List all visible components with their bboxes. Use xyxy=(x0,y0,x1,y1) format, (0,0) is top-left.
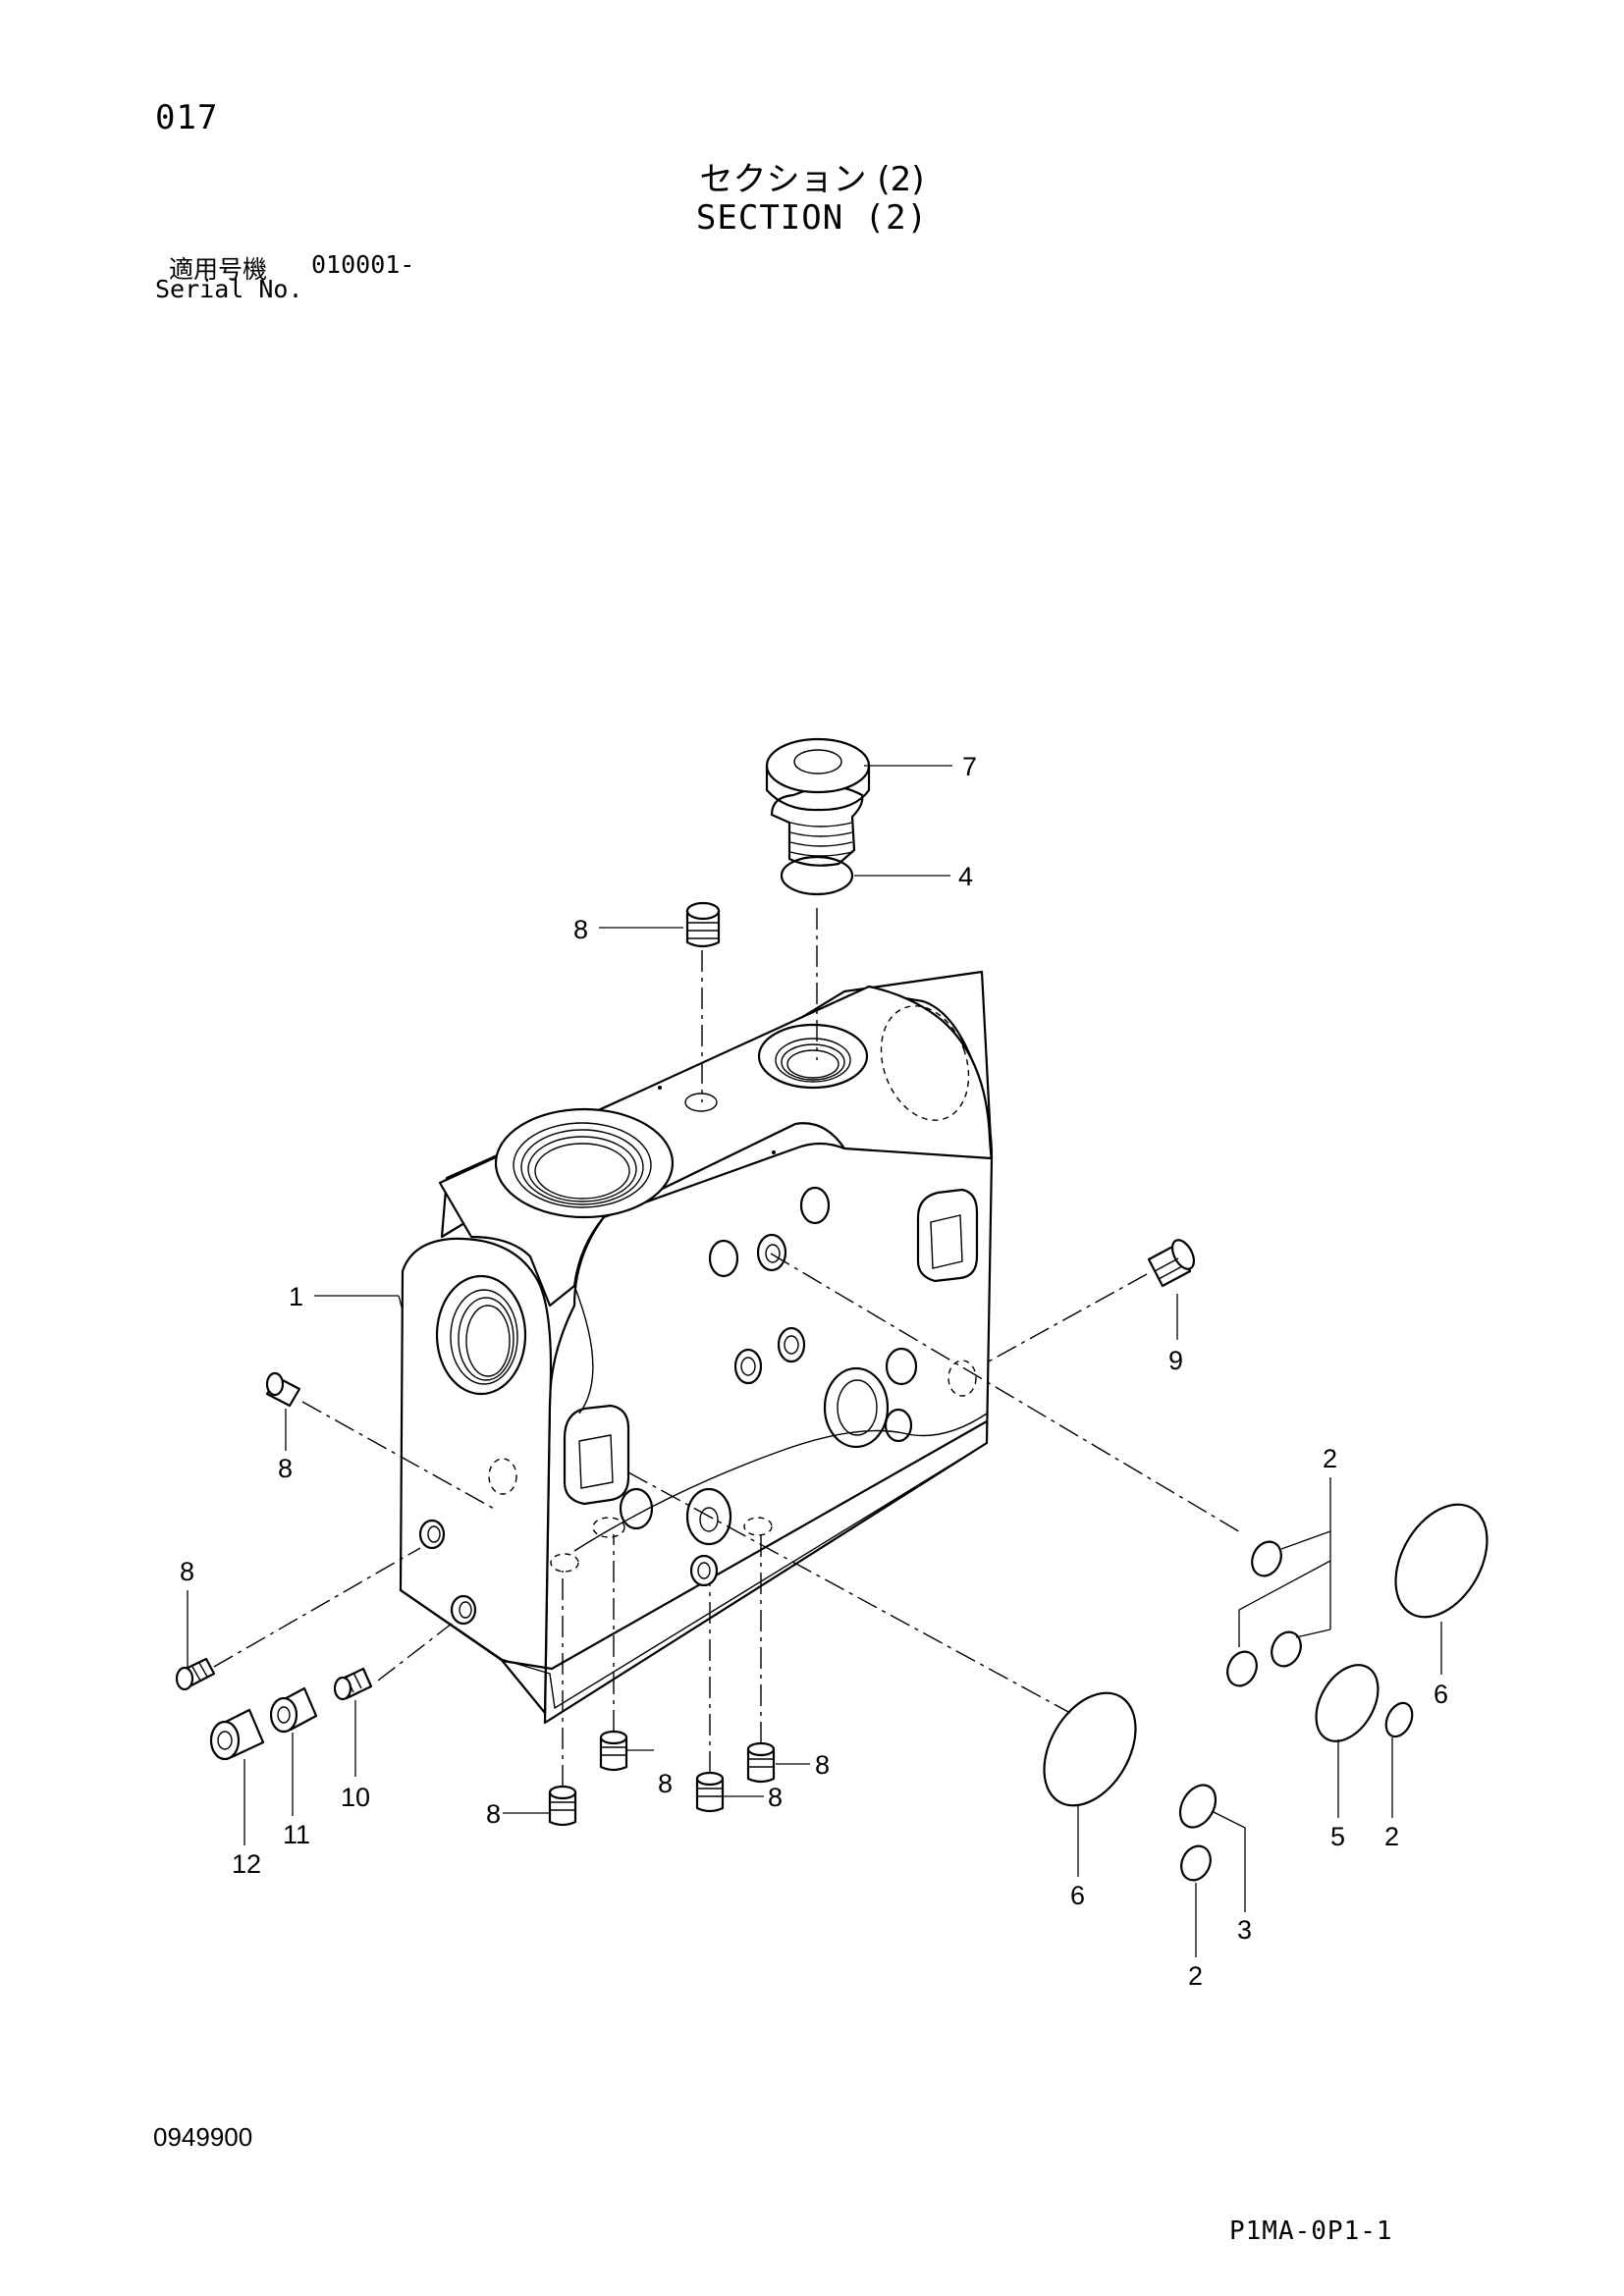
callout-8-bottom-d: 8 xyxy=(815,1750,830,1780)
callout-8-top: 8 xyxy=(573,915,588,944)
callout-3: 3 xyxy=(1237,1915,1252,1945)
part-8-screw-left-upper xyxy=(265,1371,301,1408)
part-8-screw-bottom-b xyxy=(599,1730,628,1772)
callout-2-top: 2 xyxy=(1323,1444,1337,1473)
part-8-screw-bottom-d xyxy=(746,1741,776,1784)
part-2-ring-c xyxy=(1271,1630,1302,1668)
callout-1: 1 xyxy=(289,1282,303,1311)
title-english: SECTION (2) xyxy=(695,198,929,238)
body-front-face xyxy=(543,1142,994,1725)
callout-8-bottom-c: 8 xyxy=(768,1783,783,1812)
page-number: 017 xyxy=(155,98,219,137)
callout-4: 4 xyxy=(958,862,973,891)
part-6-o-ring-right xyxy=(1394,1503,1489,1619)
drawing-code: P1MA-0P1-1 xyxy=(1229,2216,1393,2246)
front-large-port xyxy=(823,1366,890,1449)
body-bottom-edge xyxy=(399,1419,989,1671)
part-8-screw-bottom-c xyxy=(695,1771,725,1813)
callout-8-left-lower: 8 xyxy=(180,1557,194,1586)
front-square-port-right xyxy=(916,1188,979,1283)
part-4-o-ring xyxy=(780,855,854,896)
part-8-screw-left-lower xyxy=(175,1657,216,1691)
part-8-screw-top xyxy=(685,901,721,948)
body-bottom-edge-2 xyxy=(500,1442,988,1710)
part-2-ring-a xyxy=(1251,1540,1282,1577)
serial-value: 010001- xyxy=(311,250,415,279)
document-number: 0949900 xyxy=(153,2122,253,2152)
callout-6-right: 6 xyxy=(1434,1680,1448,1709)
top-screw-hole xyxy=(684,1093,718,1112)
front-square-port-left xyxy=(563,1404,630,1506)
callout-8-bottom-a: 8 xyxy=(486,1799,501,1829)
part-9-screw xyxy=(1147,1239,1196,1288)
callout-2-bottom: 2 xyxy=(1188,1961,1203,1991)
part-7-plug xyxy=(765,737,871,867)
valve-section-body xyxy=(399,970,994,1725)
part-3-o-ring xyxy=(1178,1784,1218,1829)
front-hole-a xyxy=(708,1239,739,1278)
callout-9: 9 xyxy=(1168,1346,1183,1375)
callout-10: 10 xyxy=(341,1783,370,1812)
part-8-screw-bottom-a xyxy=(548,1785,577,1827)
callout-6-mid: 6 xyxy=(1070,1881,1085,1910)
part-2-ring-d xyxy=(1384,1701,1414,1738)
part-6-o-ring-mid xyxy=(1043,1691,1137,1807)
serial-label-english: Serial No. xyxy=(155,275,303,303)
callout-12: 12 xyxy=(232,1849,261,1879)
top-large-port xyxy=(494,1107,675,1219)
callout-8-bottom-b: 8 xyxy=(658,1769,673,1798)
part-5-o-ring xyxy=(1315,1664,1380,1742)
callout-2-right: 2 xyxy=(1384,1822,1399,1851)
callout-11: 11 xyxy=(283,1820,310,1849)
part-10-fitting xyxy=(333,1667,373,1701)
part-11-fitting xyxy=(269,1686,318,1734)
callout-8-left-upper: 8 xyxy=(278,1454,293,1483)
callout-5: 5 xyxy=(1330,1822,1345,1851)
part-12-fitting xyxy=(209,1708,265,1761)
serial-label-japanese: 適用号機 xyxy=(169,255,268,284)
leader-lines xyxy=(187,765,1442,1957)
callout-7: 7 xyxy=(962,752,977,781)
part-2-ring-b xyxy=(1226,1650,1258,1687)
title-japanese: セクション (2) xyxy=(699,160,925,199)
part-2-ring-e xyxy=(1180,1844,1212,1882)
